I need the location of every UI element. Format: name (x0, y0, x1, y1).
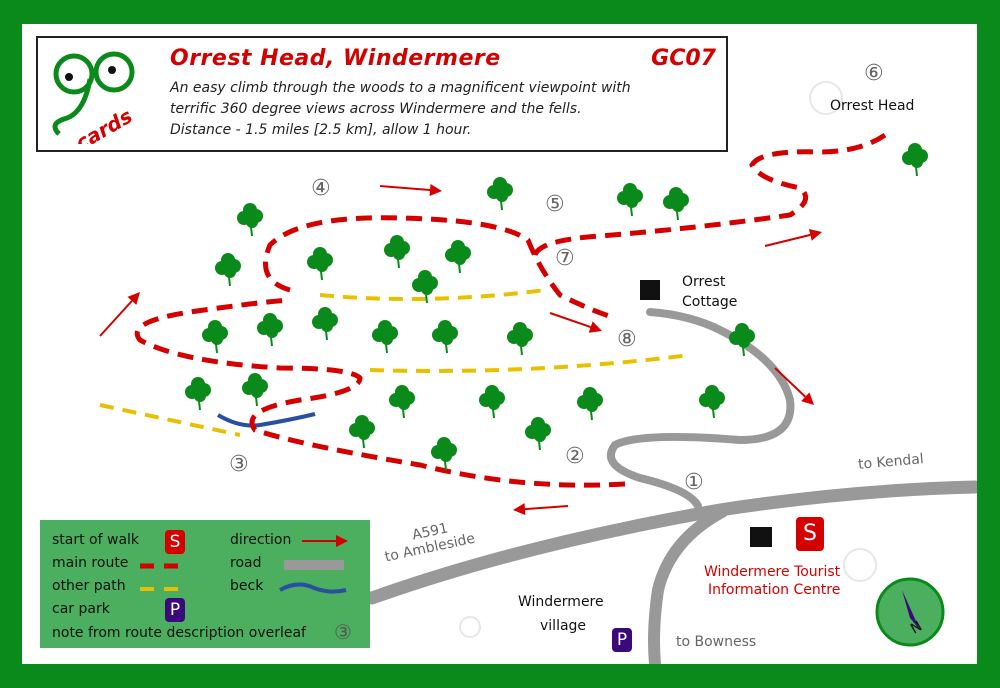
description-line: terrific 360 degree views across Winderm… (170, 101, 582, 117)
tree-icon (902, 143, 928, 177)
tree-icon (729, 323, 755, 357)
legend-beck: beck (230, 578, 264, 594)
tree-icon (185, 377, 211, 411)
tree-icon (431, 437, 457, 471)
other-paths (99, 288, 691, 437)
legend-main-route-symbol (140, 563, 185, 569)
tree-icon (479, 385, 505, 419)
tree-icon (257, 313, 283, 347)
tree-icon (445, 240, 471, 274)
waypoint-8[interactable]: ⑧ (617, 327, 637, 352)
label-windermere-village-2: village (540, 618, 587, 634)
legend-car-park: car park (52, 601, 110, 617)
tree-icon (202, 320, 228, 354)
tree-icon (384, 235, 410, 269)
legend-road: road (230, 555, 262, 571)
waypoint-5[interactable]: ⑤ (545, 192, 565, 217)
tree-icon (215, 253, 241, 287)
other-path (369, 353, 691, 373)
tree-icon (307, 247, 333, 281)
other-path (99, 403, 241, 437)
tree-icon (312, 307, 338, 341)
tree-icon (525, 417, 551, 451)
label-windermere-village: Windermere (518, 594, 604, 610)
legend-note-symbol: ③ (334, 620, 352, 644)
legend-main-route: main route (52, 555, 129, 571)
legend-start: start of walk (52, 532, 140, 548)
map-title: Orrest Head, Windermere (170, 46, 501, 71)
orrest-cottage-building (640, 280, 660, 300)
compass: N (875, 577, 945, 647)
waypoint-1[interactable]: ① (684, 470, 704, 495)
description-line: Distance - 1.5 miles [2.5 km], allow 1 h… (170, 122, 472, 138)
direction-arrow-icon (99, 292, 140, 337)
direction-arrow-icon (764, 229, 822, 247)
roads (365, 308, 977, 664)
tree-icon (349, 415, 375, 449)
card-code: GC07 (651, 46, 716, 71)
legend-parking-symbol: P (165, 598, 185, 622)
legend-road-symbol (284, 560, 344, 570)
tree-icon (507, 322, 533, 356)
tree-icon (389, 385, 415, 419)
description-line: An easy climb through the woods to a mag… (170, 80, 631, 96)
trees (185, 143, 928, 471)
legend-note: note from route description overleaf (52, 625, 306, 641)
tree-icon (242, 373, 268, 407)
tree-icon (412, 270, 438, 304)
other-path (319, 288, 546, 301)
tic-building (750, 527, 772, 547)
tree-icon (663, 187, 689, 221)
direction-arrows (99, 184, 822, 516)
tree-icon (432, 320, 458, 354)
tree-icon (699, 385, 725, 419)
label-orrest-head: Orrest Head (830, 98, 915, 114)
legend-other-path: other path (52, 578, 126, 594)
direction-arrow-icon (549, 312, 602, 333)
header-panel: cards Orrest Head, Windermere GC07 An ea… (36, 36, 728, 152)
waypoint-2[interactable]: ② (565, 444, 585, 469)
parking-marker[interactable]: P (612, 628, 632, 652)
legend-other-path-symbol (140, 587, 185, 591)
waypoint-4[interactable]: ④ (311, 176, 331, 201)
road-orrest (606, 308, 795, 510)
waypoint-6[interactable]: ⑥ (864, 61, 884, 86)
legend-beck-symbol (279, 582, 347, 594)
direction-arrow-icon (513, 503, 569, 516)
start-marker[interactable]: S (796, 517, 824, 551)
waypoint-3[interactable]: ③ (229, 452, 249, 477)
legend: start of walk S main route other path ca… (40, 520, 370, 648)
label-tic: Windermere Tourist (704, 564, 841, 580)
map-canvas: N (99, 81, 977, 664)
legend-start-symbol: S (165, 530, 185, 554)
beck (216, 412, 316, 428)
waypoint-7[interactable]: ⑦ (555, 246, 575, 271)
description: An easy climb through the woods to a mag… (170, 78, 720, 141)
label-tic-2: Information Centre (708, 582, 841, 598)
label-orrest-cottage: Orrest (682, 274, 726, 290)
legend-direction-arrow-icon (302, 535, 348, 547)
label-orrest-cottage-2: Cottage (682, 294, 738, 310)
tree-icon (577, 387, 603, 421)
main-route (134, 132, 887, 488)
legend-direction: direction (230, 532, 292, 548)
tree-icon (617, 183, 643, 217)
label-to-bowness: to Bowness (676, 634, 757, 650)
tree-icon (372, 320, 398, 354)
tree-icon (487, 177, 513, 211)
direction-arrow-icon (379, 184, 442, 197)
go-cards-logo: cards (52, 51, 136, 144)
road-bowness (648, 506, 728, 664)
tree-icon (237, 203, 263, 237)
direction-arrow-icon (774, 367, 814, 405)
